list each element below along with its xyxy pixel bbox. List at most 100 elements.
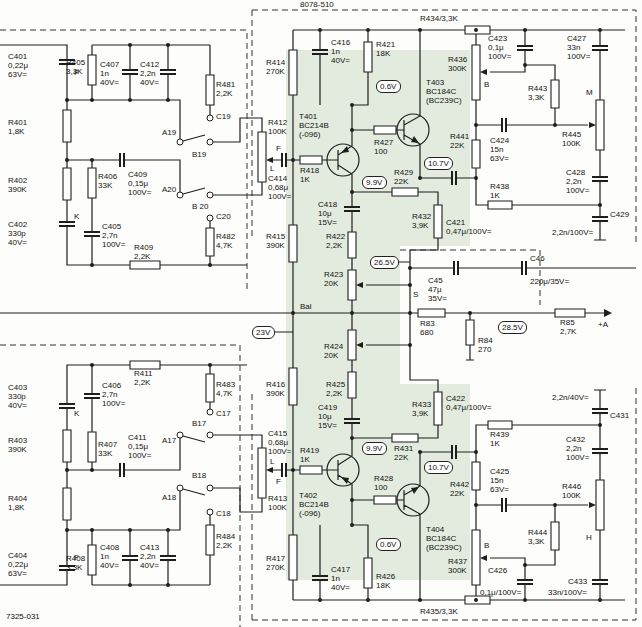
component-label: S: [413, 290, 418, 299]
component-label: 2,2K: [134, 252, 150, 261]
voltage-box: 26.5V: [370, 256, 399, 269]
component-label: 1n: [100, 69, 109, 78]
voltage-value: 23V: [256, 328, 271, 337]
component-label: 0,68μ: [268, 438, 288, 447]
resistor-symbol: [418, 309, 585, 345]
component-label: Bal: [300, 302, 312, 311]
component-label: 100V=: [102, 240, 125, 249]
component-label: 15V=: [318, 218, 337, 227]
component-label: C408: [100, 543, 119, 552]
component-label: BC184C: [426, 534, 456, 543]
voltage-value: 9.9V: [366, 444, 383, 453]
component-label: R441: [450, 132, 469, 141]
component-label: 2,2K: [216, 541, 232, 550]
component-label: 33n: [567, 43, 580, 52]
component-label: 390K: [8, 185, 27, 194]
component-label: 20K: [324, 351, 338, 360]
component-label: R413: [268, 494, 287, 503]
component-label: 390K: [8, 445, 27, 454]
component-label: B: [484, 80, 489, 89]
component-label: R415: [266, 232, 285, 241]
component-label: (-096): [299, 130, 320, 139]
component-label: 22K: [450, 489, 464, 498]
component-label: (BC239C): [426, 96, 462, 105]
component-label: 1K: [300, 455, 310, 464]
component-label: 40V=: [140, 561, 159, 570]
component-label: 0,22μ: [8, 560, 28, 569]
component-label: 4,7K: [216, 241, 232, 250]
voltage-value: 28.5V: [502, 323, 523, 332]
voltage-box: 9.9V: [362, 442, 387, 455]
component-label: C416: [331, 38, 350, 47]
component-label: C424: [490, 136, 509, 145]
component-label: 40V=: [331, 56, 350, 65]
component-label: 3,3K: [528, 537, 544, 546]
component-label: 1K: [300, 175, 310, 184]
component-label: 18K: [376, 581, 390, 590]
component-label: 220μ/35V=: [530, 277, 569, 286]
component-label: T403: [426, 78, 444, 87]
voltage-box: 9.9V: [362, 176, 387, 189]
component-label: R407: [98, 440, 117, 449]
component-label: C419: [318, 403, 337, 412]
component-label: L: [270, 457, 274, 466]
component-label: R85: [560, 318, 575, 327]
component-label: 0,15μ: [128, 179, 148, 188]
component-label: R432: [412, 212, 431, 221]
component-label: R483: [216, 380, 235, 389]
component-label: R443: [528, 84, 547, 93]
component-label: C414: [268, 174, 287, 183]
component-label: R425: [326, 380, 345, 389]
component-label: 22K: [394, 177, 408, 186]
component-label: B17: [192, 419, 206, 428]
component-label: R416: [266, 380, 285, 389]
component-label: 390K: [266, 389, 285, 398]
component-label: R423: [324, 270, 343, 279]
component-label: 330p: [8, 229, 26, 238]
component-label: 2,2K: [134, 378, 150, 387]
component-label: 100K: [562, 491, 581, 500]
component-label: 0,47μ/100V=: [446, 227, 492, 236]
voltage-box: 0.6V: [376, 80, 401, 93]
board-outline: [0, 30, 540, 627]
component-label: 20K: [324, 279, 338, 288]
component-label: K: [74, 212, 79, 221]
component-label: BC214B: [299, 121, 329, 130]
component-label: 100V=: [268, 192, 291, 201]
component-label: R444: [528, 528, 547, 537]
component-label: C417: [331, 565, 350, 574]
component-label: C19: [216, 112, 231, 121]
component-label: 330p: [8, 392, 26, 401]
component-label: C402: [8, 220, 27, 229]
component-label: F: [276, 477, 281, 486]
component-label: 390K: [266, 241, 285, 250]
component-label: 2,7n: [102, 231, 118, 240]
component-label: 1K: [490, 439, 500, 448]
component-label: 0,1μ: [488, 43, 504, 52]
component-label: 100K: [268, 127, 287, 136]
component-label: R411: [134, 369, 153, 378]
component-label: 2,2n: [140, 552, 156, 561]
component-label: C17: [216, 409, 231, 418]
component-label: 8078-510: [300, 0, 334, 9]
component-label: C432: [566, 435, 585, 444]
component-label: C411: [128, 433, 147, 442]
component-label: 2,2K: [326, 241, 342, 250]
component-label: C409: [128, 170, 147, 179]
component-label: R433: [412, 400, 431, 409]
wire: [0, 262, 636, 360]
component-label: A18: [162, 493, 176, 502]
component-label: 33K: [98, 181, 112, 190]
component-label: R437: [448, 557, 467, 566]
component-label: 3,9K: [412, 221, 428, 230]
component-label: 7325-031: [6, 612, 40, 621]
component-label: R405: [66, 58, 85, 67]
component-label: R446: [562, 482, 581, 491]
component-label: C405: [102, 222, 121, 231]
component-label: B: [484, 541, 489, 550]
component-label: 0,15μ: [128, 442, 148, 451]
component-label: C426: [488, 566, 507, 575]
component-label: 3,9K: [412, 409, 428, 418]
component-label: 47μ: [428, 285, 442, 294]
component-label: M: [586, 88, 593, 97]
